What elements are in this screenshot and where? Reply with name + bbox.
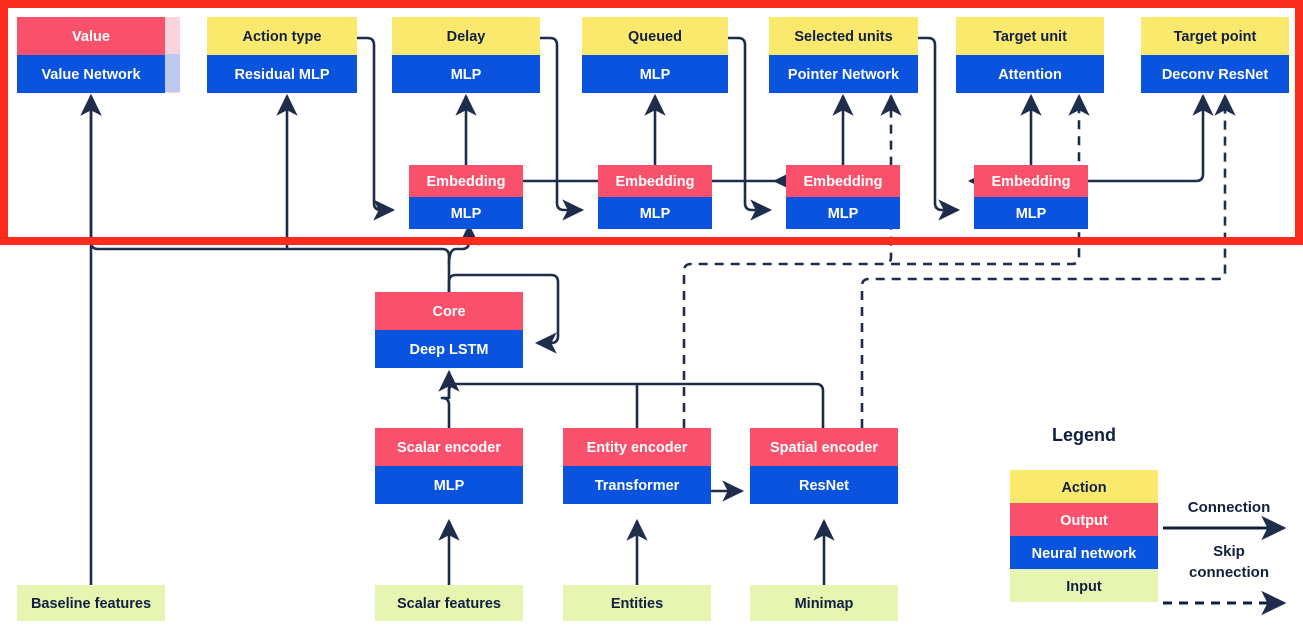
action-head-2-title-label: Delay	[447, 29, 486, 45]
action-head-6-title-label: Target point	[1174, 29, 1257, 45]
skip-connection-wires	[682, 93, 1236, 428]
embedding-2-title-label: Embedding	[804, 174, 883, 190]
action-head-0-title-label: Value	[72, 29, 110, 45]
embedding-0-title[interactable]: Embedding	[409, 165, 523, 197]
action-head-3-network[interactable]: MLP	[582, 55, 728, 93]
encoder-2-network-label: ResNet	[799, 478, 849, 494]
action-head-3-title[interactable]: Queued	[582, 17, 728, 55]
embedding-2-title[interactable]: Embedding	[786, 165, 900, 197]
encoder-2-network[interactable]: ResNet	[750, 466, 898, 504]
legend-swatch-1: Output	[1010, 503, 1158, 536]
action-head-4-title[interactable]: Selected units	[769, 17, 918, 55]
action-head-5-title-label: Target unit	[993, 29, 1067, 45]
encoder-1-network[interactable]: Transformer	[563, 466, 711, 504]
embedding-0-title-label: Embedding	[427, 174, 506, 190]
embedding-3-network-label: MLP	[1016, 206, 1047, 222]
action-head-5-network[interactable]: Attention	[956, 55, 1104, 93]
embedding-1-title[interactable]: Embedding	[598, 165, 712, 197]
action-head-5-network-label: Attention	[998, 67, 1062, 83]
encoder-0-title-label: Scalar encoder	[397, 440, 501, 456]
legend-title: Legend	[1052, 425, 1116, 445]
legend-skip-label-line2: connection	[1189, 564, 1269, 581]
input-box-0[interactable]: Baseline features	[17, 585, 165, 621]
action-head-4-network-label: Pointer Network	[788, 67, 900, 83]
encoder-0-network-label: MLP	[434, 478, 465, 494]
action-head-0-title[interactable]: Value	[17, 17, 165, 55]
embedding-1-title-label: Embedding	[616, 174, 695, 190]
encoder-0-network[interactable]: MLP	[375, 466, 523, 504]
legend-swatch-0: Action	[1010, 470, 1158, 503]
embedding-2-network-label: MLP	[828, 206, 859, 222]
action-head-2-network-label: MLP	[451, 67, 482, 83]
encoder-1-title[interactable]: Entity encoder	[563, 428, 711, 466]
action-head-1-title-label: Action type	[243, 29, 322, 45]
encoder-2-title-label: Spatial encoder	[770, 440, 878, 456]
input-box-2-label: Entities	[611, 596, 663, 612]
input-box-1[interactable]: Scalar features	[375, 585, 523, 621]
embedding-2-network[interactable]: MLP	[786, 197, 900, 229]
encoder-1-network-label: Transformer	[595, 478, 680, 494]
legend-swatch-1-label: Output	[1060, 513, 1108, 529]
input-box-1-label: Scalar features	[397, 596, 501, 612]
embedding-3-title-label: Embedding	[992, 174, 1071, 190]
action-head-3-network-label: MLP	[640, 67, 671, 83]
core-title-label: Core	[432, 304, 465, 320]
input-box-2[interactable]: Entities	[563, 585, 711, 621]
action-head-6-network-label: Deconv ResNet	[1162, 67, 1269, 83]
core-network[interactable]: Deep LSTM	[375, 330, 523, 368]
action-head-2-network[interactable]: MLP	[392, 55, 540, 93]
action-head-0-network[interactable]: Value Network	[17, 55, 165, 93]
action-head-0-network-label: Value Network	[41, 67, 141, 83]
input-boxes: Baseline features Scalar features Entities…	[17, 585, 898, 621]
action-head-6-network[interactable]: Deconv ResNet	[1141, 55, 1289, 93]
legend-swatch-0-label: Action	[1061, 480, 1106, 496]
embedding-0-network-label: MLP	[451, 206, 482, 222]
action-head-3-title-label: Queued	[628, 29, 682, 45]
embedding-1-network-label: MLP	[640, 206, 671, 222]
encoder-0-title[interactable]: Scalar encoder	[375, 428, 523, 466]
legend-skip-label-line1: Skip	[1213, 543, 1245, 560]
red-selection-rectangle[interactable]	[0, 0, 1303, 245]
action-head-1-network-label: Residual MLP	[234, 67, 329, 83]
action-head-2-title[interactable]: Delay	[392, 17, 540, 55]
encoder-2-title[interactable]: Spatial encoder	[750, 428, 898, 466]
action-head-4-network[interactable]: Pointer Network	[769, 55, 918, 93]
input-box-0-label: Baseline features	[31, 596, 151, 612]
input-box-3[interactable]: Minimap	[750, 585, 898, 621]
legend-swatch-2: Neural network	[1010, 536, 1158, 569]
embedding-1-network[interactable]: MLP	[598, 197, 712, 229]
embedding-3-title[interactable]: Embedding	[974, 165, 1088, 197]
connection-wires	[80, 36, 1214, 589]
embedding-0-network[interactable]: MLP	[409, 197, 523, 229]
embedding-3-network[interactable]: MLP	[974, 197, 1088, 229]
legend-swatch-3: Input	[1010, 569, 1158, 602]
action-head-5-title[interactable]: Target unit	[956, 17, 1104, 55]
legend-connection-label: Connection	[1188, 499, 1271, 516]
input-box-3-label: Minimap	[795, 596, 854, 612]
action-head-6-title[interactable]: Target point	[1141, 17, 1289, 55]
core-title[interactable]: Core	[375, 292, 523, 330]
action-head-4-title-label: Selected units	[794, 29, 892, 45]
action-head-1-network[interactable]: Residual MLP	[207, 55, 357, 93]
encoder-1-title-label: Entity encoder	[587, 440, 688, 456]
core-network-label: Deep LSTM	[410, 342, 489, 358]
action-head-1-title[interactable]: Action type	[207, 17, 357, 55]
legend-swatch-3-label: Input	[1066, 579, 1102, 595]
legend-swatch-2-label: Neural network	[1032, 546, 1138, 562]
